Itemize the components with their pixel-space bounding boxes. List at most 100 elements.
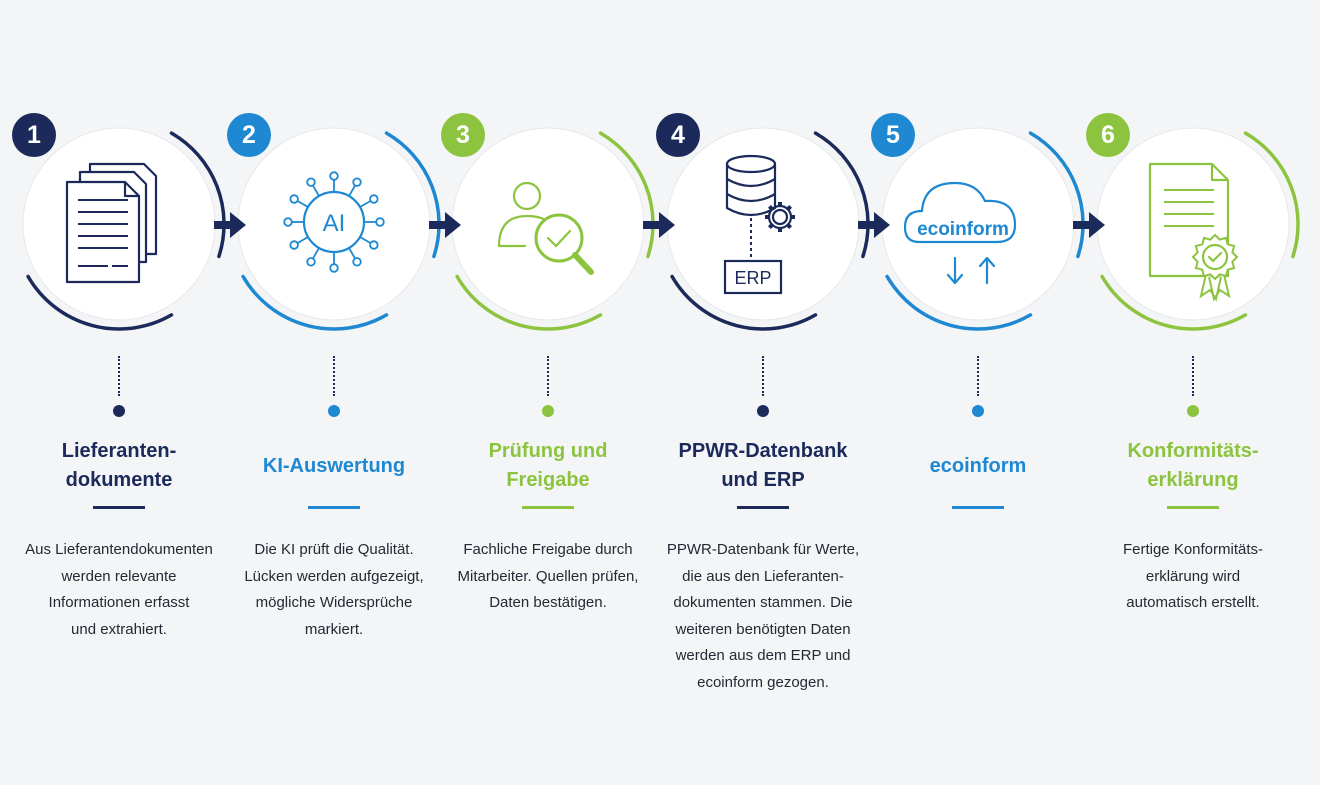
title-underline: [952, 506, 1004, 509]
step-description: PPWR-Datenbank für Werte, die aus den Lie…: [658, 537, 868, 696]
step-description-line: die aus den Lieferanten-: [682, 567, 844, 585]
certificate-document-icon: [1148, 162, 1239, 302]
title-underline: [522, 506, 574, 509]
dotted-connector: [118, 356, 122, 396]
step-title: Lieferanten-dokumente: [12, 436, 226, 496]
circle-arc-upper: [598, 131, 655, 259]
documents-stack-icon: [65, 162, 158, 284]
ecoinform-logo-label: ecoinform: [917, 219, 1009, 240]
step-description-line: weiteren benötigten Daten: [675, 620, 851, 638]
step-description-line: Fachliche Freigabe durch: [463, 541, 633, 558]
title-underline: [737, 506, 789, 509]
step-circle: ERP: [666, 127, 870, 331]
step-number-badge: 3: [441, 113, 485, 157]
ai-label: AI: [323, 210, 346, 237]
step-description-line: erklärung wird: [1145, 567, 1241, 585]
circle-arc-upper: [384, 131, 441, 259]
step-circle: [22, 127, 226, 331]
circle-arc-upper: [169, 131, 226, 259]
step-description-line: Aus Lieferantendokumenten: [25, 541, 213, 558]
step-description-line: ecoinform gezogen.: [697, 673, 829, 691]
circle-arc-lower: [26, 274, 174, 331]
step-description-line: werden aus dem ERP und: [675, 647, 851, 664]
database-gear-erp-icon: ERP: [723, 154, 795, 295]
right-arrow-icon: [1073, 212, 1105, 238]
connector-dot: [1187, 405, 1199, 417]
connector-dot: [113, 405, 125, 417]
step-number-badge: 4: [656, 113, 700, 157]
circle-arc-lower: [885, 274, 1033, 331]
circle-arc-lower: [1100, 274, 1248, 331]
circle-arc-lower: [241, 274, 389, 331]
step-5: ecoinform 5 ecoinform: [871, 0, 1085, 785]
step-description-line: werden relevante: [61, 567, 177, 585]
step-circle: ecoinform: [881, 127, 1085, 331]
step-title: ecoinform: [871, 436, 1085, 496]
step-title-line: Freigabe: [506, 469, 590, 491]
step-description-line: dokumenten stammen. Die: [673, 594, 853, 611]
dotted-connector: [762, 356, 766, 396]
step-title-line: KI-Auswertung: [262, 454, 406, 477]
step-circle: AI: [237, 127, 441, 331]
step-description-line: PPWR-Datenbank für Werte,: [666, 541, 860, 558]
step-number-badge: 5: [871, 113, 915, 157]
circle-arc-lower: [670, 274, 818, 331]
step-circle: [1096, 127, 1300, 331]
step-title: Konformitäts-erklärung: [1086, 436, 1300, 496]
person-magnifier-check-icon: [497, 181, 594, 275]
step-number-badge: 1: [12, 113, 56, 157]
connector-dot: [328, 405, 340, 417]
step-description: Aus Lieferantendokumenten werden relevant…: [14, 537, 224, 643]
step-description-line: Fertige Konformitäts-: [1122, 541, 1264, 558]
right-arrow-icon: [429, 212, 461, 238]
step-number-badge: 2: [227, 113, 271, 157]
step-circle: [451, 127, 655, 331]
step-title: PPWR-Datenbank und ERP: [656, 436, 870, 496]
title-underline: [308, 506, 360, 509]
circle-arc-lower: [455, 274, 603, 331]
step-description-line: und extrahiert.: [71, 620, 167, 638]
step-number-badge: 6: [1086, 113, 1130, 157]
connector-dot: [757, 405, 769, 417]
dotted-connector: [977, 356, 981, 396]
erp-label: ERP: [734, 268, 771, 288]
connector-dot: [972, 405, 984, 417]
step-title-line: Konformitäts-: [1127, 440, 1259, 462]
right-arrow-icon: [858, 212, 890, 238]
ai-brain-icon: AI: [283, 171, 385, 273]
step-description-line: Daten bestätigen.: [489, 594, 607, 611]
step-description: Fertige Konformitäts-erklärung wird autom…: [1088, 537, 1298, 617]
circle-arc-upper: [813, 131, 870, 259]
step-description-line: markiert.: [304, 620, 364, 638]
right-arrow-icon: [643, 212, 675, 238]
step-description-line: Lücken werden aufgezeigt,: [244, 567, 424, 585]
step-description-line: Die KI prüft die Qualität.: [254, 541, 414, 558]
cloud-sync-icon: ecoinform: [903, 181, 1017, 285]
step-title-line: ecoinform: [929, 454, 1027, 477]
dotted-connector: [333, 356, 337, 396]
step-title-line: erklärung: [1147, 469, 1239, 491]
step-title-line: Prüfung und: [488, 440, 608, 462]
step-title-line: dokumente: [65, 469, 173, 491]
step-title-line: und ERP: [721, 469, 805, 491]
step-description: Die KI prüft die Qualität. Lücken werden …: [229, 537, 439, 643]
circle-background: [1096, 127, 1290, 321]
step-description-line: Mitarbeiter. Quellen prüfen,: [457, 567, 639, 585]
step-description-line: Informationen erfasst: [48, 594, 190, 611]
dotted-connector: [547, 356, 551, 396]
connector-dot: [542, 405, 554, 417]
dotted-connector: [1192, 356, 1196, 396]
title-underline: [1167, 506, 1219, 509]
step-title-line: Lieferanten-: [61, 440, 177, 462]
step-description-line: automatisch erstellt.: [1126, 594, 1260, 611]
step-title-line: PPWR-Datenbank: [678, 440, 848, 462]
title-underline: [93, 506, 145, 509]
